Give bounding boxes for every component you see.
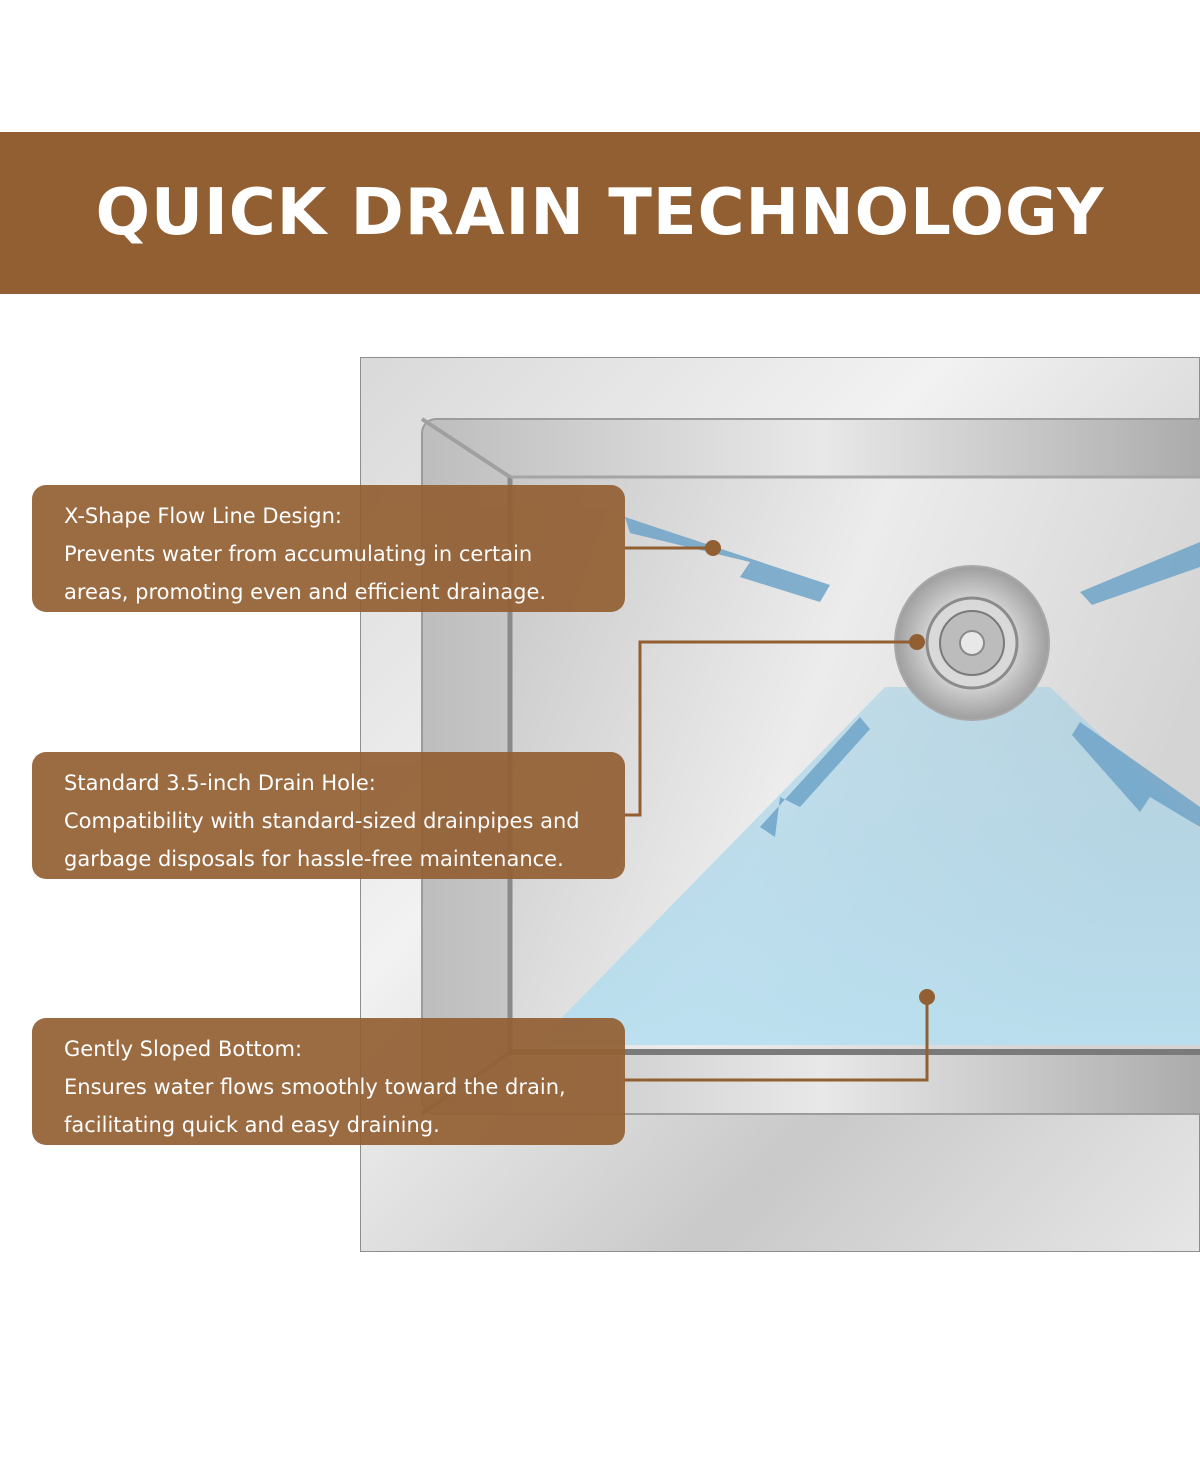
connector-dot-drain (909, 634, 925, 650)
callout-title: Standard 3.5-inch Drain Hole: (64, 771, 376, 795)
callout-text: Compatibility with standard-sized drainp… (64, 809, 580, 833)
callout-text: facilitating quick and easy draining. (64, 1113, 440, 1137)
page-title: QUICK DRAIN TECHNOLOGY (95, 176, 1105, 250)
callout-title: X-Shape Flow Line Design: (64, 504, 342, 528)
callout-title: Gently Sloped Bottom: (64, 1037, 303, 1061)
sink-photo (360, 357, 1200, 1252)
connector-line-drain (625, 640, 917, 817)
title-banner: QUICK DRAIN TECHNOLOGY (0, 132, 1200, 294)
callout-flow-line: X-Shape Flow Line Design: Prevents water… (32, 485, 625, 612)
callout-sloped-bottom: Gently Sloped Bottom: Ensures water flow… (32, 1018, 625, 1145)
callout-text: areas, promoting even and efficient drai… (64, 580, 547, 604)
connector-line-slope (625, 997, 929, 1082)
connector-dot-slope (919, 989, 935, 1005)
sink-illustration (360, 357, 1200, 1252)
callout-text: garbage disposals for hassle-free mainte… (64, 847, 564, 871)
callout-drain-hole: Standard 3.5-inch Drain Hole: Compatibil… (32, 752, 625, 879)
callout-text: Prevents water from accumulating in cert… (64, 542, 533, 566)
callout-text: Ensures water flows smoothly toward the … (64, 1075, 566, 1099)
connector-dot-flow (705, 540, 721, 556)
